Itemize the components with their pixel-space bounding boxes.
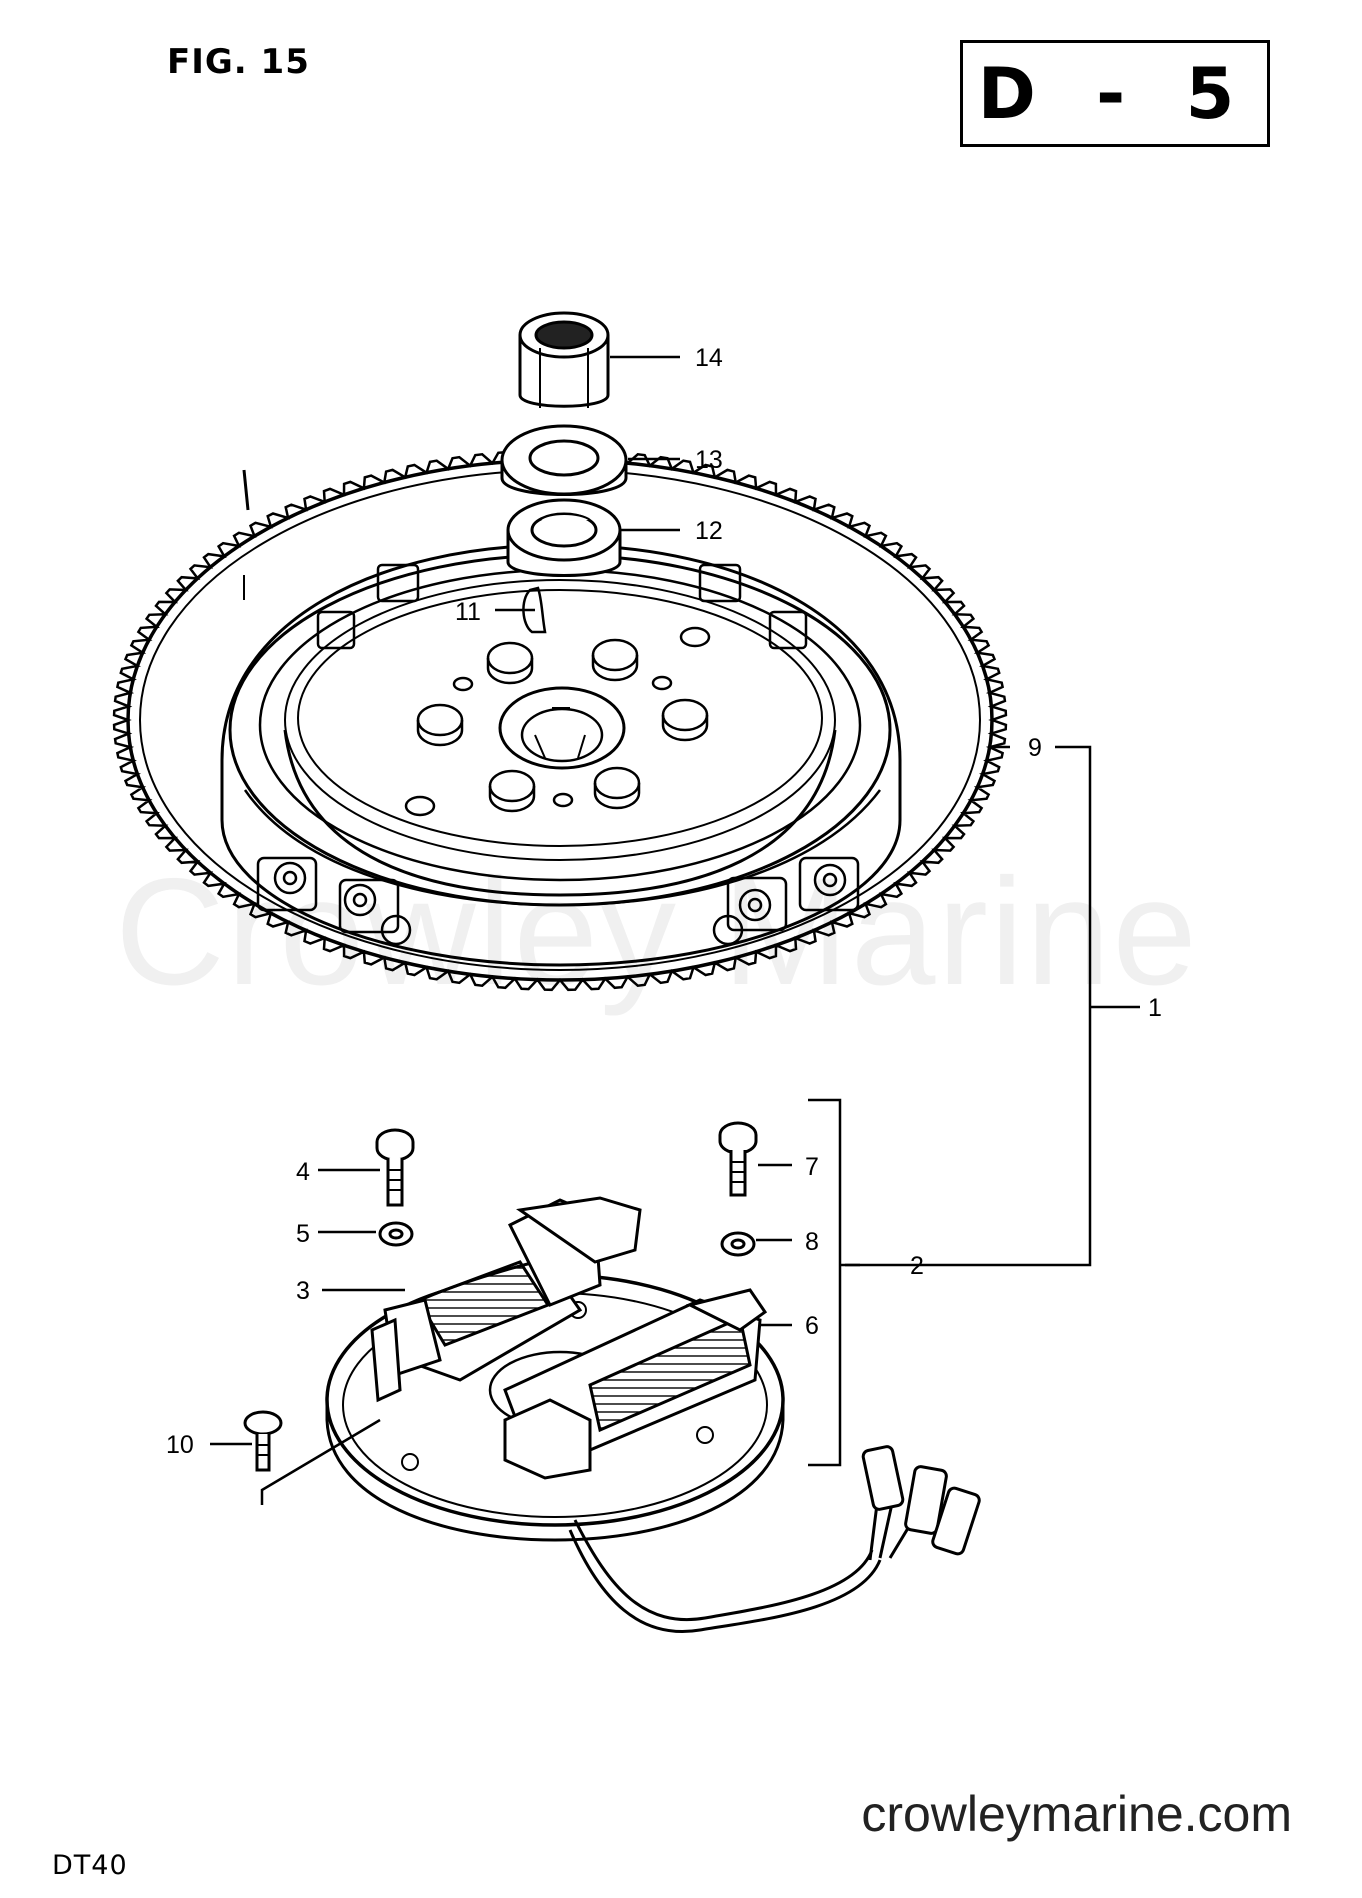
callout-3: 3 — [296, 1277, 310, 1305]
sheet-box: D - 5 — [960, 40, 1270, 147]
callout-7: 7 — [805, 1153, 819, 1181]
lead-wires — [568, 1445, 981, 1633]
callout-11: 11 — [455, 598, 481, 626]
callout-14: 14 — [695, 344, 723, 372]
nut-14 — [518, 311, 610, 408]
callout-9: 9 — [1028, 734, 1042, 762]
site-url: crowleymarine.com — [861, 1786, 1292, 1842]
pulser-coil-6 — [503, 1288, 768, 1480]
callout-numbers: 14 13 12 11 9 1 2 4 5 3 7 8 6 10 — [166, 344, 1162, 1459]
callout-5: 5 — [296, 1220, 310, 1248]
callout-leaders — [210, 355, 1140, 1505]
callout-2: 2 — [910, 1252, 924, 1280]
callout-12: 12 — [695, 517, 723, 545]
screw-7 — [718, 1121, 758, 1197]
callout-10: 10 — [166, 1431, 194, 1459]
washer-13 — [500, 424, 628, 496]
callout-8: 8 — [805, 1228, 819, 1256]
screw-4 — [375, 1128, 415, 1207]
callout-1: 1 — [1148, 994, 1162, 1022]
sheet-code: D - 5 — [977, 52, 1253, 135]
washer-8 — [720, 1231, 756, 1257]
flywheel — [112, 448, 1008, 992]
model-code: DT40 — [52, 1850, 128, 1881]
washer-12 — [506, 498, 622, 577]
callout-6: 6 — [805, 1312, 819, 1340]
washer-5 — [378, 1221, 414, 1247]
screw-10 — [243, 1410, 283, 1472]
figure-label: FIG. 15 — [167, 42, 310, 82]
charge-coil-3 — [370, 1196, 642, 1403]
callout-4: 4 — [296, 1158, 310, 1186]
callout-13: 13 — [695, 446, 723, 474]
